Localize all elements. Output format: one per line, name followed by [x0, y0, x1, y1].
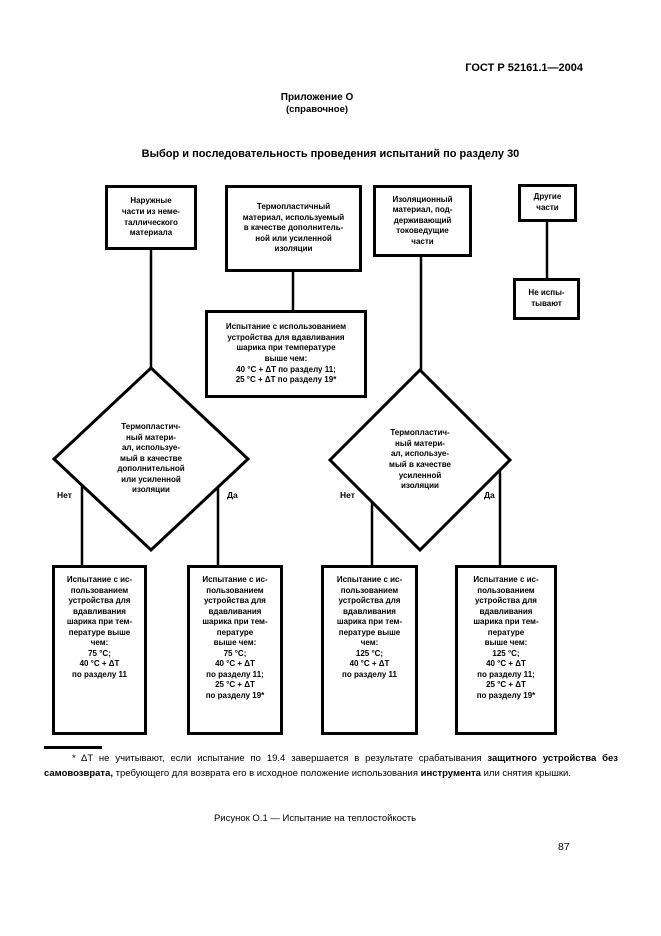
flow-node-thermoplastic-supplementary: Термопластичный материал, используемый в… [225, 185, 362, 272]
flow-node-result-125-thermoplastic: Испытание с ис- пользованием устройства … [455, 565, 557, 735]
footnote-bold2: инструмента [420, 767, 481, 779]
flow-node-outer-parts: Наружные части из неме- таллического мат… [105, 185, 197, 250]
branch-label-no-right: Нет [340, 490, 355, 500]
flow-node-result-125-reinforced: Испытание с ис- пользованием устройства … [321, 565, 418, 735]
footnote-part3: или снятия крышки. [480, 767, 571, 779]
flow-node-no-test: Не испы- тывают [513, 278, 580, 320]
figure-title: Выбор и последовательность проведения ис… [141, 148, 520, 160]
flow-node-result-75-supplementary: Испытание с ис- пользованием устройства … [52, 565, 147, 735]
standard-number: ГОСТ Р 52161.1—2004 [465, 62, 583, 74]
footnote-part1: * ΔT не учитывают, если испытание по 19.… [72, 753, 488, 764]
flow-node-ball-pressure-test: Испытание с использованием устройства дл… [205, 310, 367, 398]
flow-node-result-75-thermoplastic: Испытание с ис- пользованием устройства … [187, 565, 283, 735]
annex-title: Приложение О [280, 92, 354, 103]
footnote-part2: требующего для возврата его в исходное п… [113, 767, 421, 779]
figure-caption: Рисунок О.1 — Испытание на теплостойкост… [213, 813, 417, 824]
footnote-bold1: защитного устройства без самовозврата, [44, 753, 618, 779]
branch-label-yes-left: Да [227, 490, 238, 500]
decision-diamond-left [51, 365, 251, 553]
annex-subtitle: (справочное) [285, 104, 349, 115]
flow-node-insulating-material: Изоляционный материал, под- держивающий … [373, 185, 472, 257]
branch-label-yes-right: Да [484, 490, 495, 500]
footnote-text: * ΔT не учитывают, если испытание по 19.… [44, 752, 618, 781]
page-number: 87 [558, 841, 570, 853]
decision-diamond-left-text: Термопластич- ный матери- ал, используе-… [117, 422, 185, 495]
flow-node-other-parts: Другие части [518, 184, 577, 222]
footnote-rule [44, 746, 102, 749]
decision-diamond-right [327, 367, 513, 553]
decision-diamond-right-text: Термопластич- ный матери- ал, используе-… [389, 428, 451, 491]
branch-label-no-left: Нет [57, 490, 72, 500]
